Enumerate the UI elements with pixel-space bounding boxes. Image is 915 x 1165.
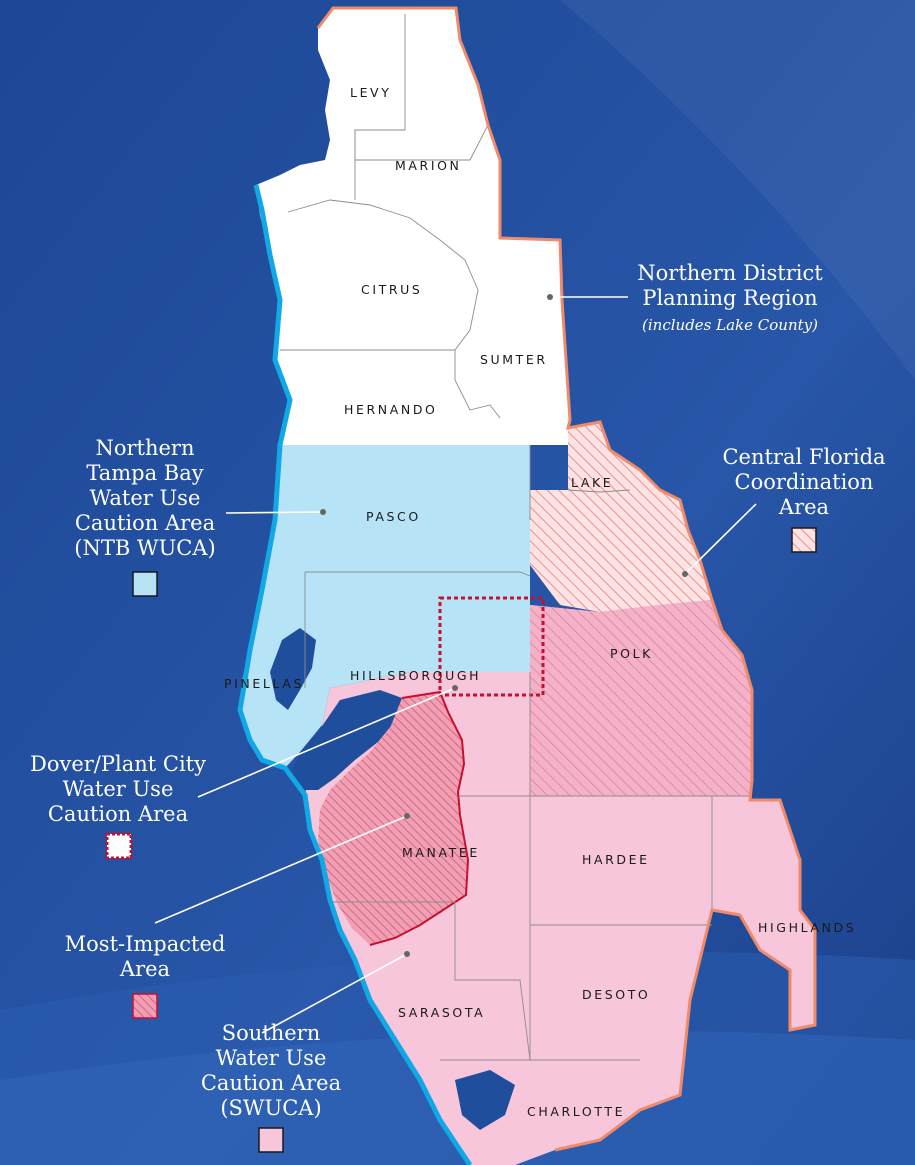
county-sarasota: SARASOTA [398, 1005, 485, 1020]
ntb-wuca-title-5: (NTB WUCA) [74, 536, 215, 560]
gulf-coastline [237, 184, 473, 1165]
county-pinellas: PINELLAS [224, 676, 304, 691]
county-desoto: DESOTO [582, 987, 650, 1002]
ntb-wuca-swatch [132, 571, 158, 597]
northern-district-note: (includes Lake County) [642, 316, 818, 334]
central-florida-title-1: Central Florida [722, 445, 885, 469]
county-sumter: SUMTER [480, 352, 548, 367]
district-outline [316, 6, 817, 1152]
central-florida-title-3: Area [778, 495, 829, 519]
swuca-title-1: Southern [222, 1021, 321, 1045]
swuca-title-3: Caution Area [201, 1071, 341, 1095]
county-citrus: CITRUS [361, 282, 422, 297]
lake-county-area [512, 422, 712, 612]
leader-dots [320, 294, 688, 957]
most-impacted-border [369, 690, 470, 946]
most-impacted-title-2: Area [119, 957, 170, 981]
county-hardee: HARDEE [582, 852, 650, 867]
most-impacted-title-1: Most-Impacted [65, 932, 226, 956]
most-impacted-area [318, 692, 468, 945]
ntb-wuca-title-2: Tampa Bay [86, 461, 203, 485]
northern-district-title-1: Northern District [637, 261, 823, 285]
swuca-title-2: Water Use [216, 1046, 327, 1070]
county-marion: MARION [395, 158, 462, 173]
dover-swatch [105, 832, 133, 860]
dover-plant-city-area [438, 596, 545, 697]
county-manatee: MANATEE [402, 845, 480, 860]
county-pasco: PASCO [366, 509, 421, 524]
leader-lines [154, 296, 757, 1034]
dover-title-3: Caution Area [48, 802, 188, 826]
county-polk: POLK [610, 646, 653, 661]
charlotte-harbor-water [455, 1070, 515, 1130]
most-impacted-swatch [132, 993, 158, 1019]
dover-title-2: Water Use [63, 777, 174, 801]
tampa-bay-water [292, 690, 402, 790]
county-highlands: HIGHLANDS [758, 920, 856, 935]
county-hernando: HERNANDO [344, 402, 438, 417]
county-levy: LEVY [350, 85, 391, 100]
swuca-title-4: (SWUCA) [220, 1096, 321, 1120]
ntb-wuca-title-1: Northern [95, 436, 194, 460]
county-lines [280, 14, 752, 1061]
ntb-wuca-region [240, 445, 530, 768]
dover-title-1: Dover/Plant City [30, 752, 206, 776]
northern-district-title-2: Planning Region [642, 286, 817, 310]
county-charlotte: CHARLOTTE [527, 1104, 625, 1119]
county-lake: LAKE [571, 475, 613, 490]
background-sheen [560, 0, 915, 380]
central-coordination-polk [530, 600, 752, 796]
ntb-wuca-title-4: Caution Area [75, 511, 215, 535]
county-hillsborough: HILLSBOROUGH [350, 668, 481, 683]
central-florida-swatch [791, 527, 817, 553]
swuca-swatch [258, 1127, 284, 1153]
old-tampa-bay-water [270, 628, 316, 710]
central-florida-title-2: Coordination [735, 470, 874, 494]
ntb-wuca-title-3: Water Use [90, 486, 201, 510]
